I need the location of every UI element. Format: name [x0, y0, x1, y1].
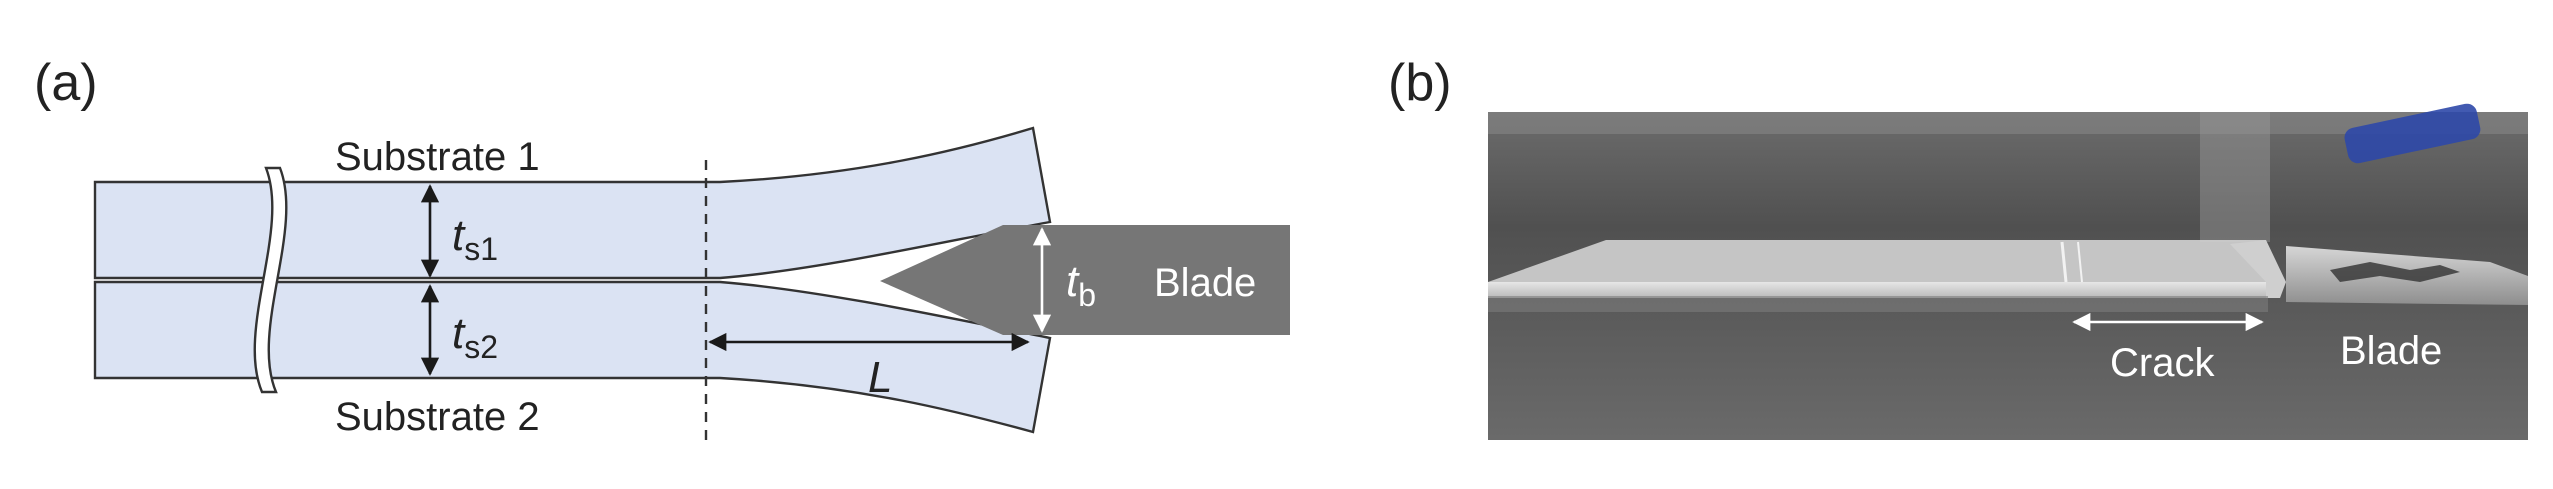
- photo-top-highlight: [1488, 112, 2528, 134]
- blade-wedge: [880, 225, 1290, 335]
- glass-slide-end: [2230, 240, 2286, 298]
- ts2-label: ts2: [452, 309, 498, 365]
- substrate-1-label: Substrate 1: [335, 135, 540, 179]
- substrate-2: [93, 280, 1052, 434]
- substrate-2-label: Substrate 2: [335, 395, 540, 439]
- slide-edge-line-2: [2077, 241, 2083, 283]
- panel-a-schematic: (a) Substrate 1 Substrate 2 ts1 ts2 tb L…: [34, 54, 1290, 440]
- panel-b-label: (b): [1388, 54, 1452, 112]
- glass-cylinder: [2200, 112, 2270, 242]
- ts1-label: ts1: [452, 211, 498, 267]
- glass-slide-stack: [1488, 282, 2266, 298]
- length-label: L: [868, 353, 892, 402]
- break-mark: [253, 166, 288, 394]
- panel-a-label: (a): [34, 54, 98, 112]
- slide-shadow: [1488, 296, 2268, 312]
- glass-slide-top: [1488, 240, 2268, 282]
- blade-label-b: Blade: [2340, 329, 2442, 373]
- crack-label: Crack: [2110, 341, 2215, 385]
- razor-blade-slots: [2330, 262, 2460, 282]
- tb-label: tb: [1066, 257, 1096, 313]
- substrate-1: [93, 126, 1052, 280]
- blue-object: [2344, 103, 2481, 164]
- panel-b-photo: (b) Crack Blade: [1388, 54, 2528, 440]
- slide-edge-line-1: [2060, 241, 2068, 283]
- blade-label-a: Blade: [1154, 261, 1256, 305]
